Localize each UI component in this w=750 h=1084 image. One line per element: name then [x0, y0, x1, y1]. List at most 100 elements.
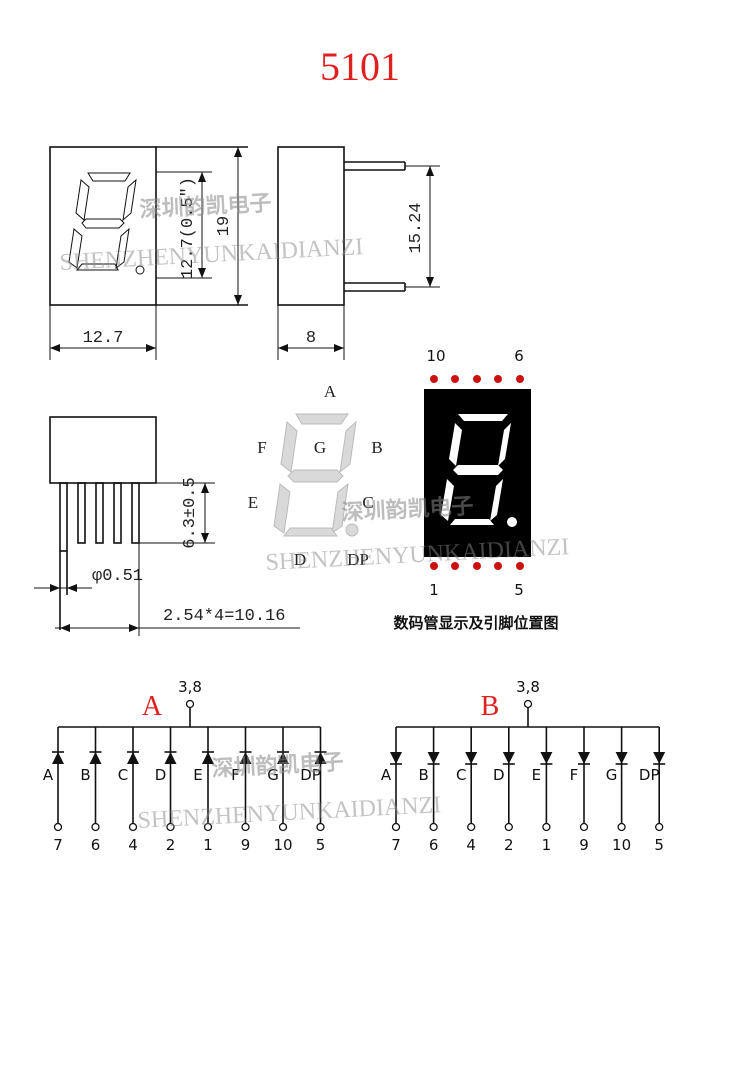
- led-diode: [653, 752, 666, 764]
- pin-number: 6: [429, 836, 439, 854]
- svg-text:SHENZHENYUNKAIDIANZI: SHENZHENYUNKAIDIANZI: [59, 234, 364, 276]
- pin-number: 4: [466, 836, 476, 854]
- segment-label: F: [231, 766, 240, 784]
- seg-label-f: F: [257, 438, 266, 457]
- seg-label-d: D: [294, 550, 306, 569]
- display-caption: 数码管显示及引脚位置图: [393, 614, 558, 632]
- led-diode: [239, 752, 252, 764]
- segment-guide: A F G B E C D DP: [248, 382, 383, 569]
- pin-number: 2: [166, 836, 176, 854]
- dim-pin-span: 15.24: [407, 202, 426, 253]
- segment-label: G: [267, 766, 279, 784]
- led-diode: [277, 752, 289, 764]
- segment-label: E: [532, 766, 541, 784]
- led-diode: [202, 752, 214, 764]
- seg-label-g: G: [314, 438, 326, 457]
- pin-terminal: [391, 822, 401, 832]
- pin-number: 9: [241, 836, 251, 854]
- display-pin-1: 1: [429, 581, 439, 599]
- pin-terminal: [579, 822, 589, 832]
- led-diode: [314, 752, 327, 764]
- pin-number: 4: [128, 836, 138, 854]
- seg-label-dp: DP: [347, 550, 369, 569]
- segment-label: C: [456, 766, 466, 784]
- led-diode: [427, 752, 440, 764]
- side-view: 15.24 8: [277, 146, 440, 360]
- pin-view: 6.3±0.5 φ0.51 2.54*4=10.16: [34, 416, 300, 636]
- pin-terminal: [278, 822, 288, 832]
- pin-terminal: [203, 822, 213, 832]
- pin-terminal: [53, 822, 63, 832]
- segment-label: A: [381, 766, 392, 784]
- segment-label: A: [43, 766, 54, 784]
- dim-depth: 8: [306, 329, 316, 348]
- dim-digit-height: 12.7(0.5"): [179, 177, 198, 279]
- segment-label: G: [606, 766, 618, 784]
- common-terminal: [185, 699, 195, 709]
- seg-label-a: A: [324, 382, 337, 401]
- seg-label-e: E: [248, 493, 258, 512]
- led-diode: [578, 752, 590, 764]
- pin-terminal: [241, 822, 250, 832]
- common-terminal: [523, 699, 533, 709]
- pin-number: 10: [612, 836, 631, 854]
- part-number-title: 5101: [320, 44, 400, 89]
- common-pin-label: 3,8: [178, 678, 202, 696]
- dim-standoff: 6.3±0.5: [181, 477, 200, 548]
- pin-terminal: [504, 822, 513, 832]
- segment-label: F: [570, 766, 579, 784]
- circuit-name: A: [142, 691, 163, 722]
- pin-terminal: [467, 822, 476, 832]
- led-diode: [390, 752, 402, 764]
- pin-number: 6: [91, 836, 101, 854]
- front-view: 19 12.7(0.5") 12.7: [49, 146, 248, 360]
- dim-pin-pitch: 2.54*4=10.16: [163, 607, 285, 626]
- pin-terminal: [166, 822, 175, 832]
- display-illustration: 10 6 1 5 数码管显示及引脚位置图: [393, 347, 558, 632]
- bottom-pin-dots: [430, 562, 524, 570]
- pin-terminal: [429, 822, 438, 832]
- top-pin-dots: [430, 375, 524, 383]
- pin-number: 5: [654, 836, 664, 854]
- segment-label: C: [118, 766, 128, 784]
- display-pin-5: 5: [514, 581, 524, 599]
- pin-number: 7: [391, 836, 401, 854]
- display-pin-6: 6: [514, 347, 524, 365]
- pin-terminal: [128, 822, 138, 832]
- pin-number: 7: [53, 836, 63, 854]
- led-diode: [615, 752, 628, 764]
- led-diode: [502, 752, 515, 764]
- segment-label: E: [193, 766, 202, 784]
- led-diode: [52, 752, 64, 764]
- pin-number: 5: [316, 836, 326, 854]
- led-diode: [465, 752, 478, 764]
- led-diode: [127, 752, 139, 764]
- dim-pin-diameter: φ0.51: [92, 567, 143, 586]
- segment-label: DP: [300, 766, 321, 784]
- led-diode: [89, 752, 102, 764]
- pin-terminal: [655, 822, 664, 832]
- led-diode: [540, 752, 553, 764]
- segment-label: DP: [639, 766, 660, 784]
- svg-text:深圳韵凯电子: 深圳韵凯电子: [211, 749, 344, 782]
- seg-label-b: B: [371, 438, 382, 457]
- dim-height: 19: [215, 216, 234, 236]
- pin-number: 10: [273, 836, 292, 854]
- circuit-name: B: [481, 691, 500, 722]
- pin-terminal: [91, 822, 100, 832]
- svg-text:深圳韵凯电子: 深圳韵凯电子: [139, 190, 272, 223]
- pin-terminal: [542, 822, 551, 832]
- pin-terminal: [617, 822, 626, 832]
- segment-label: B: [418, 766, 428, 784]
- pin-terminal: [316, 822, 325, 832]
- display-pin-10: 10: [426, 347, 445, 365]
- segment-label: D: [155, 766, 167, 784]
- segment-label: B: [80, 766, 90, 784]
- segment-label: D: [493, 766, 505, 784]
- common-pin-label: 3,8: [516, 678, 540, 696]
- pin-number: 2: [504, 836, 514, 854]
- pin-number: 9: [579, 836, 589, 854]
- svg-text:SHENZHENYUNKAIDIANZI: SHENZHENYUNKAIDIANZI: [265, 534, 570, 576]
